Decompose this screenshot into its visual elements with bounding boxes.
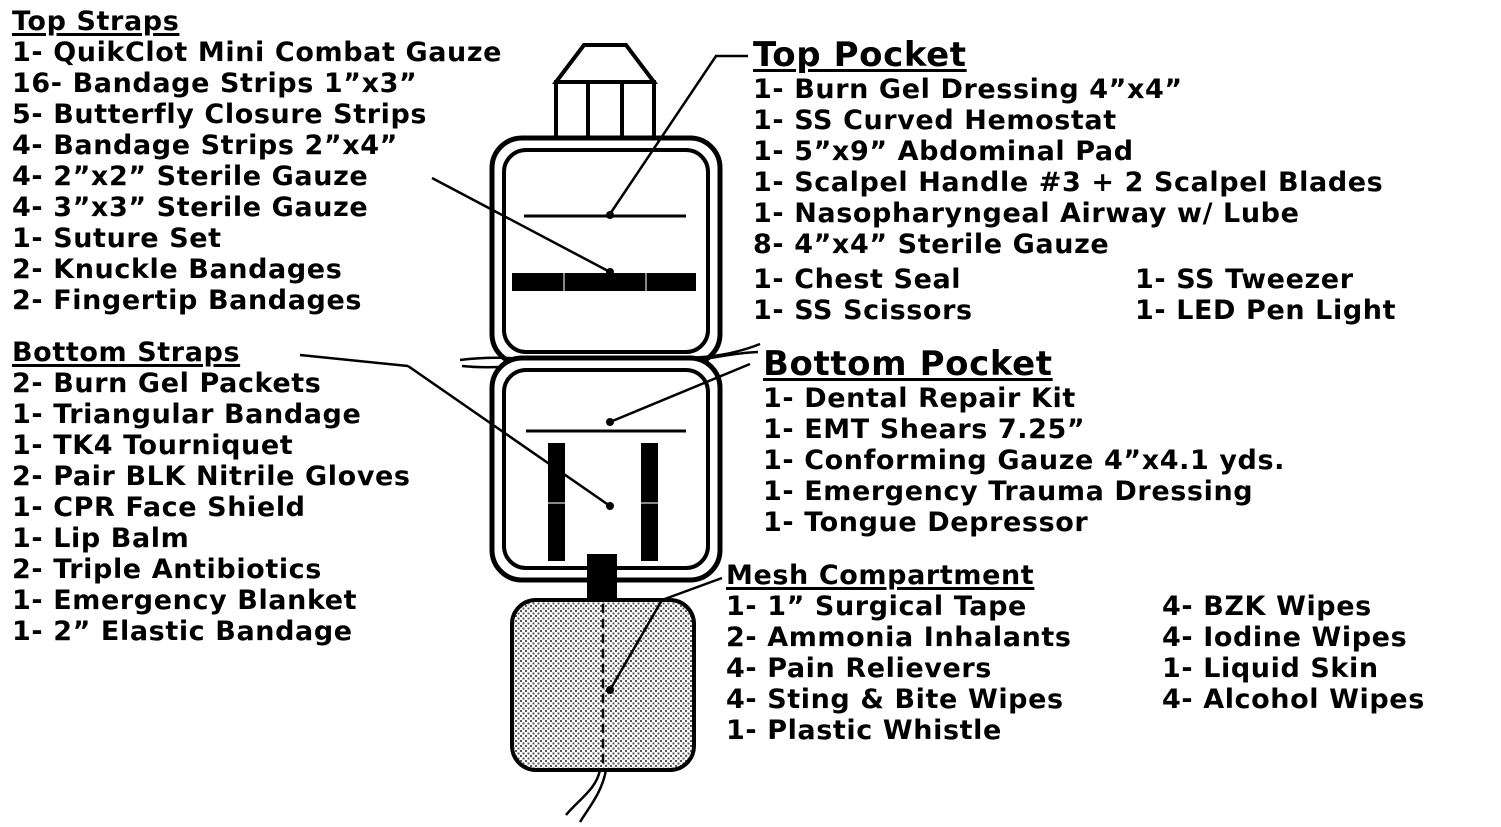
list-item: 1- Nasopharyngeal Airway w/ Lube [753,198,1300,229]
bottom-pocket-list: Bottom Pocket 1- Dental Repair Kit 1- EM… [763,345,1285,538]
list-item: 1- LED Pen Light [1135,295,1397,326]
list-item: 16- Bandage Strips 1”x3” [12,68,418,99]
list-item: 1- Emergency Blanket [12,585,358,616]
bottom-straps-list: Bottom Straps 2- Burn Gel Packets 1- Tri… [12,337,411,647]
list-item: 4- Alcohol Wipes [1162,684,1425,715]
list-item: 1- SS Tweezer [1135,264,1354,295]
list-item: 4- BZK Wipes [1162,591,1372,622]
list-item: 2- Pair BLK Nitrile Gloves [12,461,411,492]
list-item: 1- 1” Surgical Tape [726,591,1027,622]
bottom-pocket-title: Bottom Pocket [763,344,1053,384]
list-item: 4- Iodine Wipes [1162,622,1408,653]
list-item: 1- Triangular Bandage [12,399,362,430]
bottom-cord [565,769,608,823]
top-pocket-title: Top Pocket [753,35,967,75]
list-item: 4- Bandage Strips 2”x4” [12,130,398,161]
top-pocket-col-right: 1- SS Tweezer 1- LED Pen Light [1135,264,1396,326]
list-item: 2- Ammonia Inhalants [726,622,1072,653]
list-item: 1- 2” Elastic Bandage [12,616,353,647]
list-item: 1- Tongue Depressor [763,507,1089,538]
list-item: 1- Emergency Trauma Dressing [763,476,1254,507]
top-straps-title: Top Straps [12,6,180,37]
bottom-straps-title: Bottom Straps [12,337,241,368]
list-item: 1- Suture Set [12,223,222,254]
list-item: 2- Burn Gel Packets [12,368,322,399]
mesh-compartment-col-right: 4- BZK Wipes 4- Iodine Wipes 1- Liquid S… [1162,591,1425,715]
connector-strap [587,554,617,604]
list-item: 4- 3”x3” Sterile Gauze [12,192,369,223]
list-item: 1- CPR Face Shield [12,492,306,523]
list-item: 1- Liquid Skin [1162,653,1379,684]
top-handle [551,43,659,142]
list-item: 2- Knuckle Bandages [12,254,343,285]
top-pocket-col-left: 1- Chest Seal 1- SS Scissors [753,264,973,326]
mesh-compartment-title: Mesh Compartment [726,560,1035,591]
mesh-compartment-shape [510,598,696,772]
list-item: 2- Fingertip Bandages [12,285,363,316]
list-item: 8- 4”x4” Sterile Gauze [753,229,1110,260]
list-item: 1- Chest Seal [753,264,962,295]
list-item: 1- SS Scissors [753,295,973,326]
list-item: 1- EMT Shears 7.25” [763,414,1086,445]
list-item: 1- QuikClot Mini Combat Gauze [12,37,503,68]
list-item: 5- Butterfly Closure Strips [12,99,428,130]
list-item: 1- Scalpel Handle #3 + 2 Scalpel Blades [753,167,1384,198]
list-item: 4- 2”x2” Sterile Gauze [12,161,369,192]
list-item: 1- Dental Repair Kit [763,383,1076,414]
top-pocket-list: Top Pocket 1- Burn Gel Dressing 4”x4” 1-… [753,36,1383,260]
list-item: 1- Lip Balm [12,523,190,554]
leader-dots [606,211,614,694]
list-item: 4- Pain Relievers [726,653,992,684]
list-item: 2- Triple Antibiotics [12,554,322,585]
list-item: 1- Plastic Whistle [726,715,1002,746]
list-item: 1- Conforming Gauze 4”x4.1 yds. [763,445,1285,476]
top-pocket-shape [489,135,723,367]
mesh-compartment-list: Mesh Compartment 1- 1” Surgical Tape 2- … [726,560,1072,746]
list-item: 4- Sting & Bite Wipes [726,684,1064,715]
leader-lines [299,54,751,691]
list-item: 1- TK4 Tourniquet [12,430,294,461]
list-item: 1- Burn Gel Dressing 4”x4” [753,74,1183,105]
list-item: 1- SS Curved Hemostat [753,105,1117,136]
list-item: 1- 5”x9” Abdominal Pad [753,136,1134,167]
top-straps-list: Top Straps 1- QuikClot Mini Combat Gauze… [12,6,502,316]
